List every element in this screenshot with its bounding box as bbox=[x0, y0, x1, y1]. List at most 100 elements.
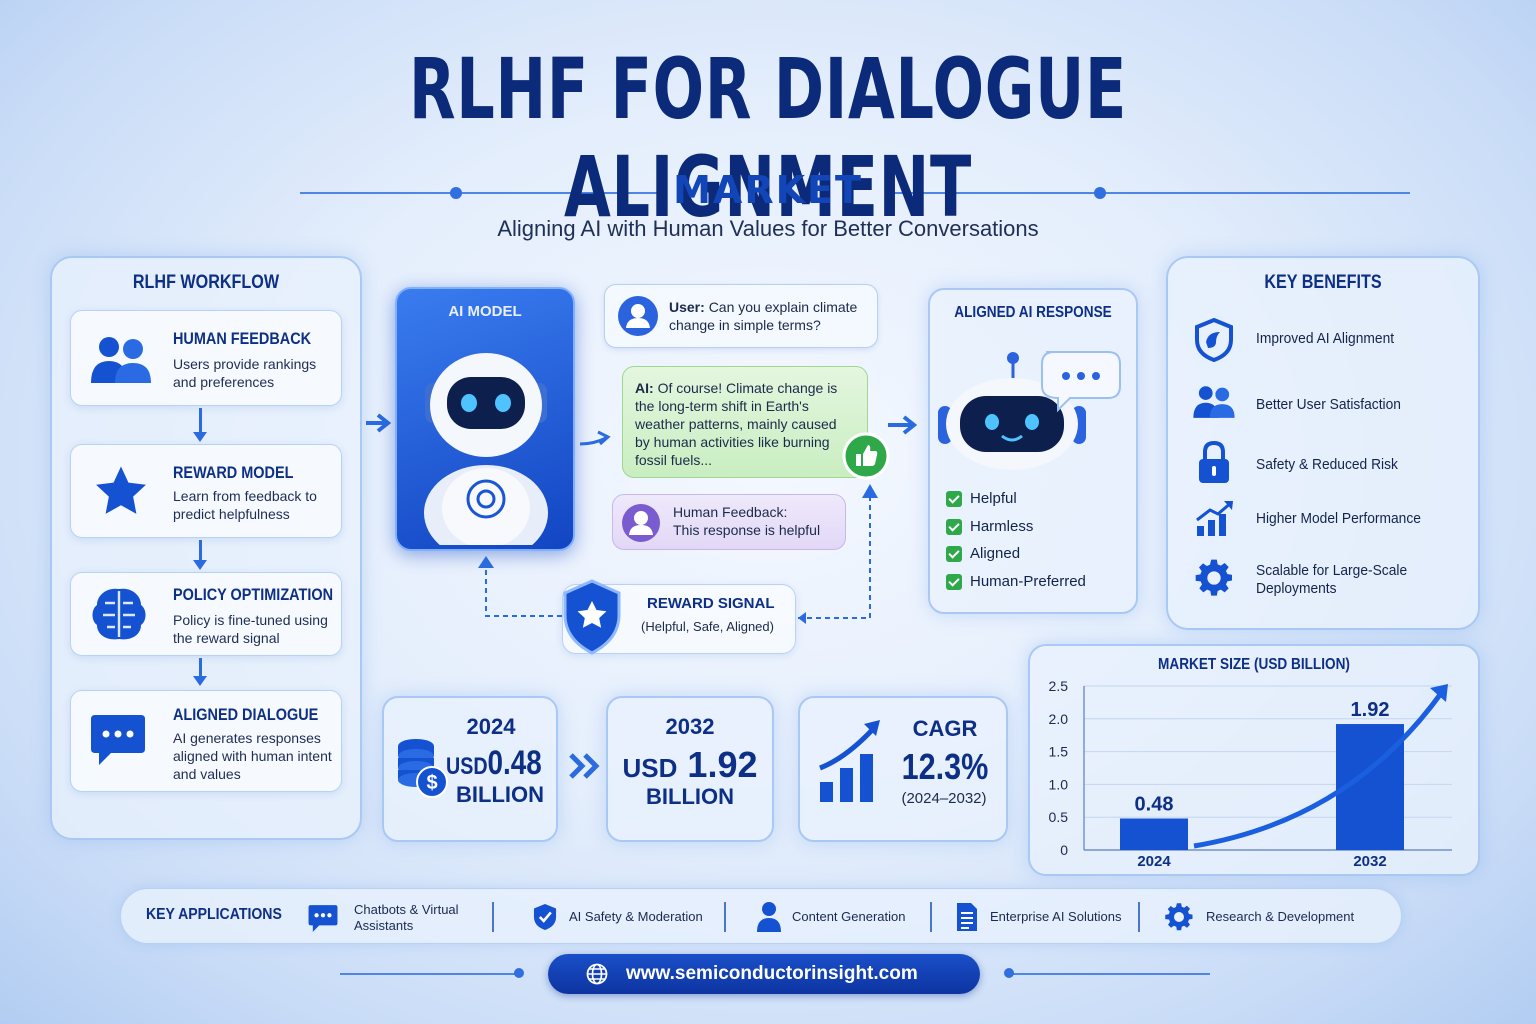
chat-icon bbox=[91, 715, 145, 765]
aligned-item: Aligned bbox=[970, 545, 1021, 562]
step-title: ALIGNED DIALOGUE bbox=[173, 705, 319, 724]
workflow-step: POLICY OPTIMIZATION Policy is fine-tuned… bbox=[70, 572, 342, 656]
feedback-loop-arrows bbox=[478, 484, 878, 624]
trend-arrow-head bbox=[1430, 684, 1448, 702]
benefit-label: Improved AI Alignment bbox=[1256, 330, 1395, 347]
workflow-heading: RLHF WORKFLOW bbox=[132, 272, 280, 293]
stat-2032-card: 2032 USD 1.92 BILLION bbox=[606, 696, 774, 842]
feedback-title: Human Feedback: bbox=[673, 504, 788, 520]
ai-message-bubble: AI: Of course! Climate change is the lon… bbox=[622, 366, 868, 478]
users-icon bbox=[91, 337, 151, 383]
stat-currency: USD bbox=[622, 753, 678, 783]
footer-line-left bbox=[340, 973, 520, 975]
chat-icon bbox=[308, 905, 338, 932]
ai-model-label: AI MODEL bbox=[448, 303, 522, 320]
feedback-text: This response is helpful bbox=[673, 522, 821, 538]
check-icon bbox=[946, 546, 962, 562]
document-icon bbox=[957, 903, 977, 931]
y-tick-label: 0.5 bbox=[1049, 809, 1069, 825]
star-icon bbox=[96, 466, 146, 514]
globe-icon bbox=[586, 963, 608, 985]
workflow-step: ALIGNED DIALOGUE AI generates responses … bbox=[70, 690, 342, 792]
growth-chart-icon bbox=[819, 720, 880, 802]
chart-title: MARKET SIZE (USD BILLION) bbox=[1158, 656, 1350, 673]
step-description: Policy is fine-tuned using the reward si… bbox=[173, 612, 328, 646]
divider bbox=[492, 902, 494, 932]
user-message: Can you explain climate change in simple… bbox=[669, 299, 858, 333]
cagr-card bbox=[798, 696, 1008, 842]
application-item: Content Generation bbox=[792, 909, 906, 924]
divider bbox=[1138, 902, 1140, 932]
data-label: 0.48 bbox=[1135, 794, 1174, 816]
step-title: POLICY OPTIMIZATION bbox=[173, 585, 334, 604]
workflow-step: HUMAN FEEDBACK Users provide rankings an… bbox=[70, 310, 342, 406]
application-item: Chatbots & Virtual Assistants bbox=[354, 902, 459, 933]
aligned-heading: ALIGNED AI RESPONSE bbox=[954, 304, 1112, 321]
benefit-label: Safety & Reduced Risk bbox=[1256, 456, 1398, 473]
shield-icon bbox=[533, 904, 557, 930]
flow-arrow bbox=[193, 658, 207, 686]
double-chevron-right-icon bbox=[569, 753, 600, 779]
stat-value-2032: 1.92 bbox=[687, 744, 758, 785]
divider-dot bbox=[514, 968, 524, 978]
stat-currency: USD bbox=[446, 753, 488, 780]
website-link[interactable]: www.semiconductorinsight.com bbox=[548, 954, 980, 994]
stat-value-2024: 0.48 bbox=[487, 744, 542, 782]
cagr-label: CAGR bbox=[912, 716, 978, 741]
page-subtitle: MARKET bbox=[673, 168, 863, 212]
divider-dot bbox=[1004, 968, 1014, 978]
y-tick-label: 2.0 bbox=[1049, 711, 1069, 727]
user-prefix: User: bbox=[669, 299, 705, 315]
header-divider-left bbox=[300, 192, 660, 194]
person-icon bbox=[757, 902, 781, 932]
divider-dot bbox=[1094, 187, 1106, 199]
stat-unit: BILLION bbox=[646, 784, 734, 809]
step-title: HUMAN FEEDBACK bbox=[173, 329, 312, 348]
data-label: 1.92 bbox=[1351, 699, 1390, 721]
ai-prefix: AI: bbox=[635, 380, 654, 396]
thumbs-up-icon[interactable] bbox=[842, 432, 890, 480]
y-tick-label: 2.5 bbox=[1049, 678, 1069, 694]
step-description: Learn from feedback to predict helpfulne… bbox=[173, 488, 317, 522]
user-message-bubble: User: Can you explain climate change in … bbox=[604, 284, 878, 348]
gear-icon bbox=[1165, 903, 1193, 931]
check-icon bbox=[946, 574, 962, 590]
page-tagline: Aligning AI with Human Values for Better… bbox=[497, 216, 1039, 241]
ai-model-card: AI MODEL bbox=[395, 287, 575, 551]
website-url: www.semiconductorinsight.com bbox=[626, 963, 918, 984]
divider bbox=[930, 902, 932, 932]
divider-dot bbox=[450, 187, 462, 199]
shield-icon bbox=[1195, 318, 1233, 362]
aligned-item: Harmless bbox=[970, 518, 1034, 535]
user-avatar-icon bbox=[618, 296, 658, 336]
reward-signal-title: REWARD SIGNAL bbox=[647, 595, 775, 612]
ai-message: Of course! Climate change is the long-te… bbox=[635, 380, 838, 468]
robot-icon bbox=[424, 353, 548, 545]
workflow-step: REWARD MODEL Learn from feedback to pred… bbox=[70, 444, 342, 538]
coins-icon: $ bbox=[398, 739, 448, 798]
application-item: Enterprise AI Solutions bbox=[990, 909, 1122, 924]
stat-year: 2024 bbox=[466, 714, 516, 739]
market-size-chart-card: MARKET SIZE (USD BILLION) bbox=[1028, 644, 1480, 876]
cagr-value: 12.3% bbox=[901, 746, 989, 787]
x-tick-label: 2024 bbox=[1137, 853, 1171, 870]
aligned-item: Human-Preferred bbox=[970, 573, 1086, 590]
user-avatar-icon bbox=[622, 504, 660, 542]
benefit-label: Better User Satisfaction bbox=[1256, 396, 1401, 413]
svg-text:$: $ bbox=[426, 772, 437, 794]
users-icon bbox=[1193, 386, 1235, 418]
feedback-bubble: Human Feedback: This response is helpful bbox=[612, 494, 846, 550]
check-icon bbox=[946, 519, 962, 535]
aligned-item: Helpful bbox=[970, 490, 1017, 507]
benefits-heading: KEY BENEFITS bbox=[1264, 272, 1382, 293]
step-description: AI generates responses aligned with huma… bbox=[173, 730, 332, 782]
trend-arrow bbox=[1193, 690, 1445, 849]
x-tick-label: 2032 bbox=[1353, 853, 1386, 870]
step-title: REWARD MODEL bbox=[173, 463, 294, 482]
application-item: Research & Development bbox=[1206, 909, 1355, 924]
step-description: Users provide rankings and preferences bbox=[173, 356, 317, 390]
y-tick-label: 1.5 bbox=[1049, 744, 1069, 760]
divider bbox=[724, 902, 726, 932]
growth-chart-icon bbox=[1196, 500, 1233, 536]
